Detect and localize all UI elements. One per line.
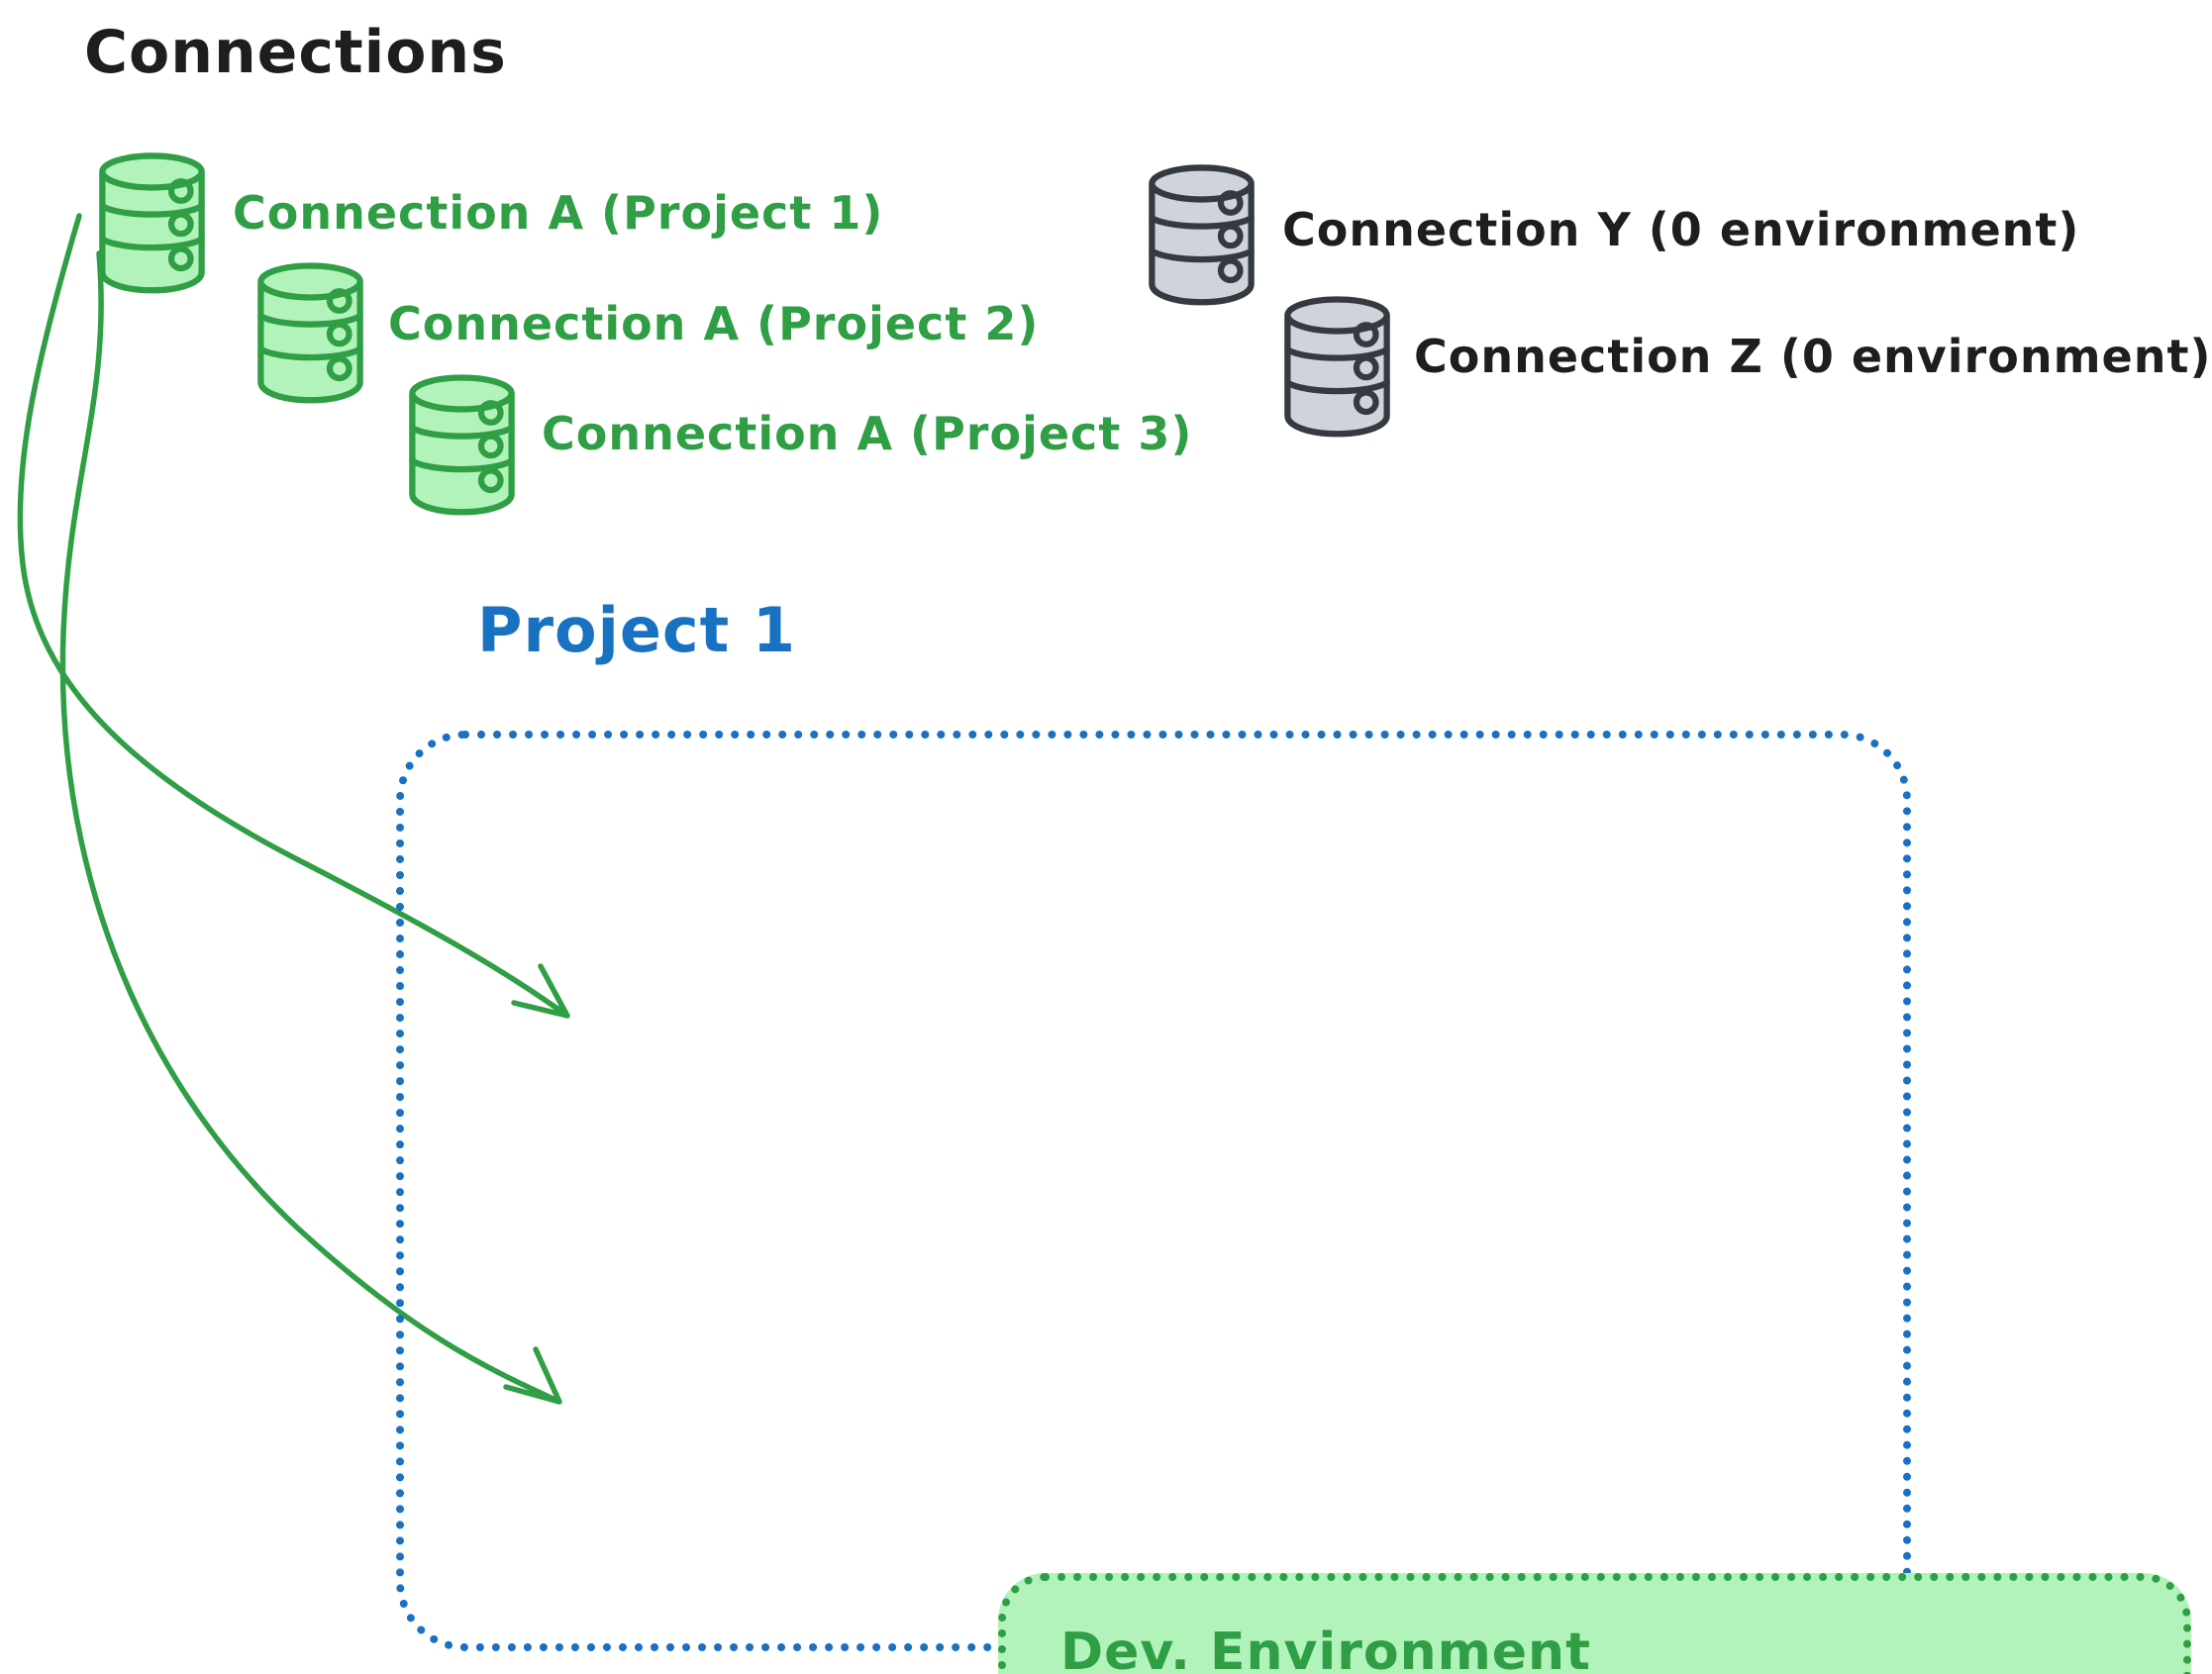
connection-label-a-project-3: Connection A (Project 3) <box>542 407 1193 460</box>
database-icon-connection-a-project-3 <box>404 372 520 517</box>
page-title: Connections <box>84 18 507 87</box>
database-icon-connection-z <box>1279 294 1395 439</box>
connection-label-a-project-2: Connection A (Project 2) <box>388 297 1040 350</box>
arrow-connection-a-to-dev-environment <box>17 213 570 1019</box>
connection-label-a-project-1: Connection A (Project 1) <box>233 186 884 240</box>
database-icon-connection-a-project-1 <box>94 150 210 295</box>
project-title: Project 1 <box>477 594 797 666</box>
database-icon-connection-y <box>1144 162 1259 307</box>
dev-environment-title: Dev. Environment <box>1060 1623 1591 1674</box>
dev-environment-box: Dev. Environment User Credentials : Cred… <box>998 1573 2191 1674</box>
project-1-box: Dev. Environment User Credentials : Cred… <box>396 731 2191 1674</box>
connection-label-y: Connection Y (0 environment) <box>1282 203 2080 256</box>
database-icon-connection-a-project-2 <box>252 260 368 405</box>
arrow-connection-a-to-prod-environment <box>59 250 562 1405</box>
connection-label-z: Connection Z (0 environment) <box>1414 330 2212 383</box>
